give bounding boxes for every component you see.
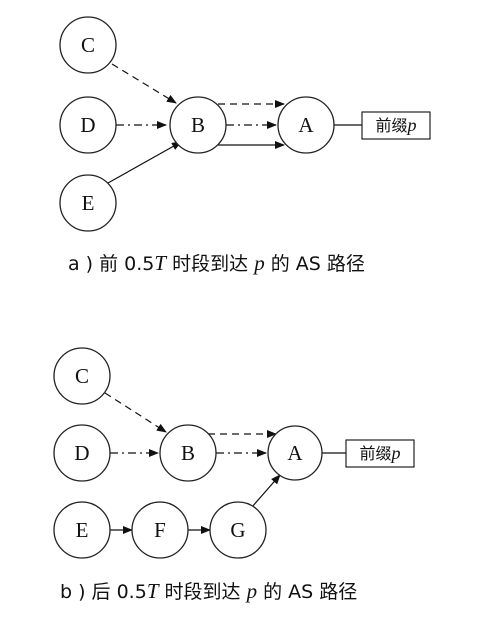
node-b-a-label: A	[287, 441, 303, 465]
edge-a-e-b	[107, 141, 182, 184]
node-b-e: E	[53, 501, 111, 559]
node-a-a: A	[277, 96, 335, 154]
node-b-d-label: D	[74, 441, 89, 465]
edge-a-c-b	[111, 63, 177, 104]
prefix-box-b: 前缀p	[345, 439, 415, 468]
caption-b: b ) 后 0.5T 时段到达 p 的 AS 路径	[60, 579, 357, 603]
node-a-e: E	[59, 174, 117, 232]
node-b-f-label: F	[154, 518, 166, 542]
prefix-box-a: 前缀p	[361, 111, 431, 140]
node-a-b-label: B	[191, 113, 205, 137]
edge-b-g-a	[251, 474, 281, 508]
prefix-box-a-text: 前缀p	[375, 115, 416, 135]
node-b-d: D	[53, 424, 111, 482]
diagram-b: C D E F G B A 前缀p	[53, 347, 415, 603]
edge-b-c-b	[104, 392, 167, 433]
node-a-d-label: D	[80, 113, 95, 137]
node-a-c-label: C	[81, 33, 95, 57]
node-b-c-label: C	[75, 364, 89, 388]
node-b-b-label: B	[181, 441, 195, 465]
node-b-b: B	[159, 424, 217, 482]
caption-a: a ) 前 0.5T 时段到达 p 的 AS 路径	[68, 251, 365, 275]
node-a-d: D	[59, 96, 117, 154]
node-b-c: C	[53, 347, 111, 405]
node-b-f: F	[131, 501, 189, 559]
node-a-c: C	[59, 16, 117, 74]
node-a-b: B	[169, 96, 227, 154]
node-b-a: A	[267, 425, 323, 481]
node-b-e-label: E	[76, 518, 89, 542]
node-a-a-label: A	[298, 113, 314, 137]
prefix-box-b-text: 前缀p	[359, 443, 400, 463]
node-b-g: G	[209, 501, 267, 559]
node-a-e-label: E	[82, 191, 95, 215]
node-b-g-label: G	[230, 518, 245, 542]
diagram-a: C D E B A 前缀p a ) 前 0.5T 时段到达 p 的 AS 路径	[59, 16, 431, 275]
